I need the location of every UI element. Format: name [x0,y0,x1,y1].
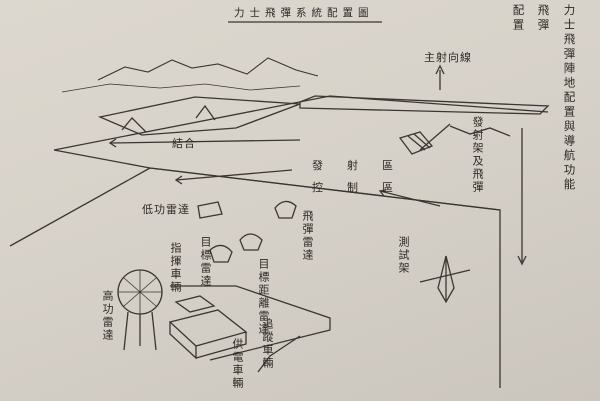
launcher-row [299,95,550,115]
low-power-radar-unit [197,201,223,219]
cable-branch [257,335,301,373]
road-right-edge [149,167,501,388]
cable-trench [170,285,331,361]
tracking-car-front [195,332,247,359]
label-high-power-radar: 高功雷達 [101,290,114,342]
label-combine: 結合 [172,137,196,150]
label-command-car: 指揮車輛 [169,242,182,294]
wire-line [449,125,511,137]
label-target-range-radar: 目標距離雷達 [257,258,270,336]
arrow-control-area [379,190,441,207]
label-low-power-radar: 低功雷達 [142,203,190,216]
radar-leg-left [123,311,129,351]
building-roof-left [121,117,147,133]
road-front-edge [53,149,501,211]
label-power-car: 供電車輛 [231,338,244,390]
missile-radar-dome [274,200,297,219]
label-missile-radar: 飛彈雷達 [301,210,314,262]
radar-leg-right [151,311,157,351]
command-car-roof [174,295,216,313]
side-text-col2: 飛彈 [536,4,551,33]
direction-arrow-head [435,64,445,75]
horizon-line [61,83,301,93]
mountain-range [97,57,319,81]
arrow-fire-area [175,169,293,181]
pad-link-line [419,123,451,151]
tracking-car-side [169,322,197,360]
label-fire-area: 發射區 [312,159,417,172]
label-target-radar: 目標雷達 [199,236,212,288]
launcher-pad [398,131,434,155]
building-roof-right [195,104,216,121]
target-radar-dome-2 [209,244,233,263]
label-control-area: 控制區 [312,181,417,194]
label-main-direction: 主射向線 [424,51,472,64]
arrow-combine [109,139,301,144]
side-text-col1: 力士飛彈陣地配置與導航功能 [562,4,577,193]
target-radar-dome [239,233,263,251]
road-left-edge [9,167,151,247]
page-title: 力士飛彈系統配置圖 [234,7,374,19]
label-test-rig: 測試架 [397,236,410,275]
label-tracking-car: 追蹤車輛 [261,318,274,370]
label-launcher: 發射架及飛彈 [471,116,484,194]
assembly-building [97,96,301,136]
side-text-col3: 配置 [511,4,526,33]
